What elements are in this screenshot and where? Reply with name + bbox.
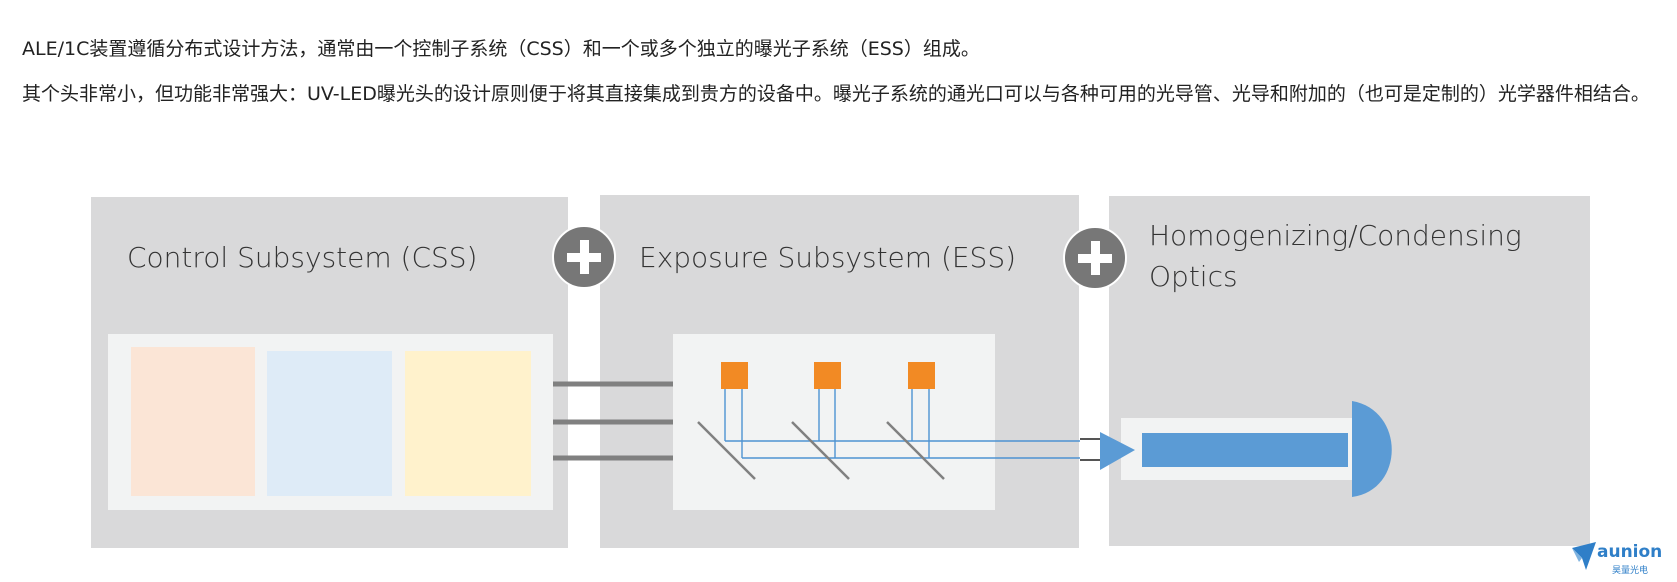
css-module-peach xyxy=(131,347,255,496)
logo-name: aunion xyxy=(1597,542,1663,562)
css-module-blue xyxy=(267,351,392,496)
aunion-logo-icon xyxy=(1572,542,1596,570)
output-port xyxy=(1080,438,1100,461)
ess-optical-bench xyxy=(673,334,995,510)
logo-subtitle: 昊量光电 xyxy=(1612,566,1649,576)
css-panel-title: Control Subsystem (CSS) xyxy=(127,241,478,274)
optics-panel-title-line2: Optics xyxy=(1149,260,1238,293)
optics-rod-housing xyxy=(1121,418,1361,480)
ess-panel-title: Exposure Subsystem (ESS) xyxy=(639,241,1017,274)
intro-paragraph-1: ALE/1C装置遵循分布式设计方法，通常由一个控制子系统（CSS）和一个或多个独… xyxy=(22,38,980,60)
aunion-logo: aunion 昊量光电 xyxy=(1570,540,1675,582)
plus-icon xyxy=(1063,226,1127,290)
intro-paragraph-2: 其个头非常小，但功能非常强大：UV-LED曝光头的设计原则便于将其直接集成到贵方… xyxy=(22,83,1650,105)
optics-panel-title-line1: Homogenizing/Condensing xyxy=(1149,219,1522,252)
optics-panel xyxy=(1109,196,1590,546)
css-module-yellow xyxy=(405,351,531,496)
plus-icon xyxy=(552,225,616,289)
